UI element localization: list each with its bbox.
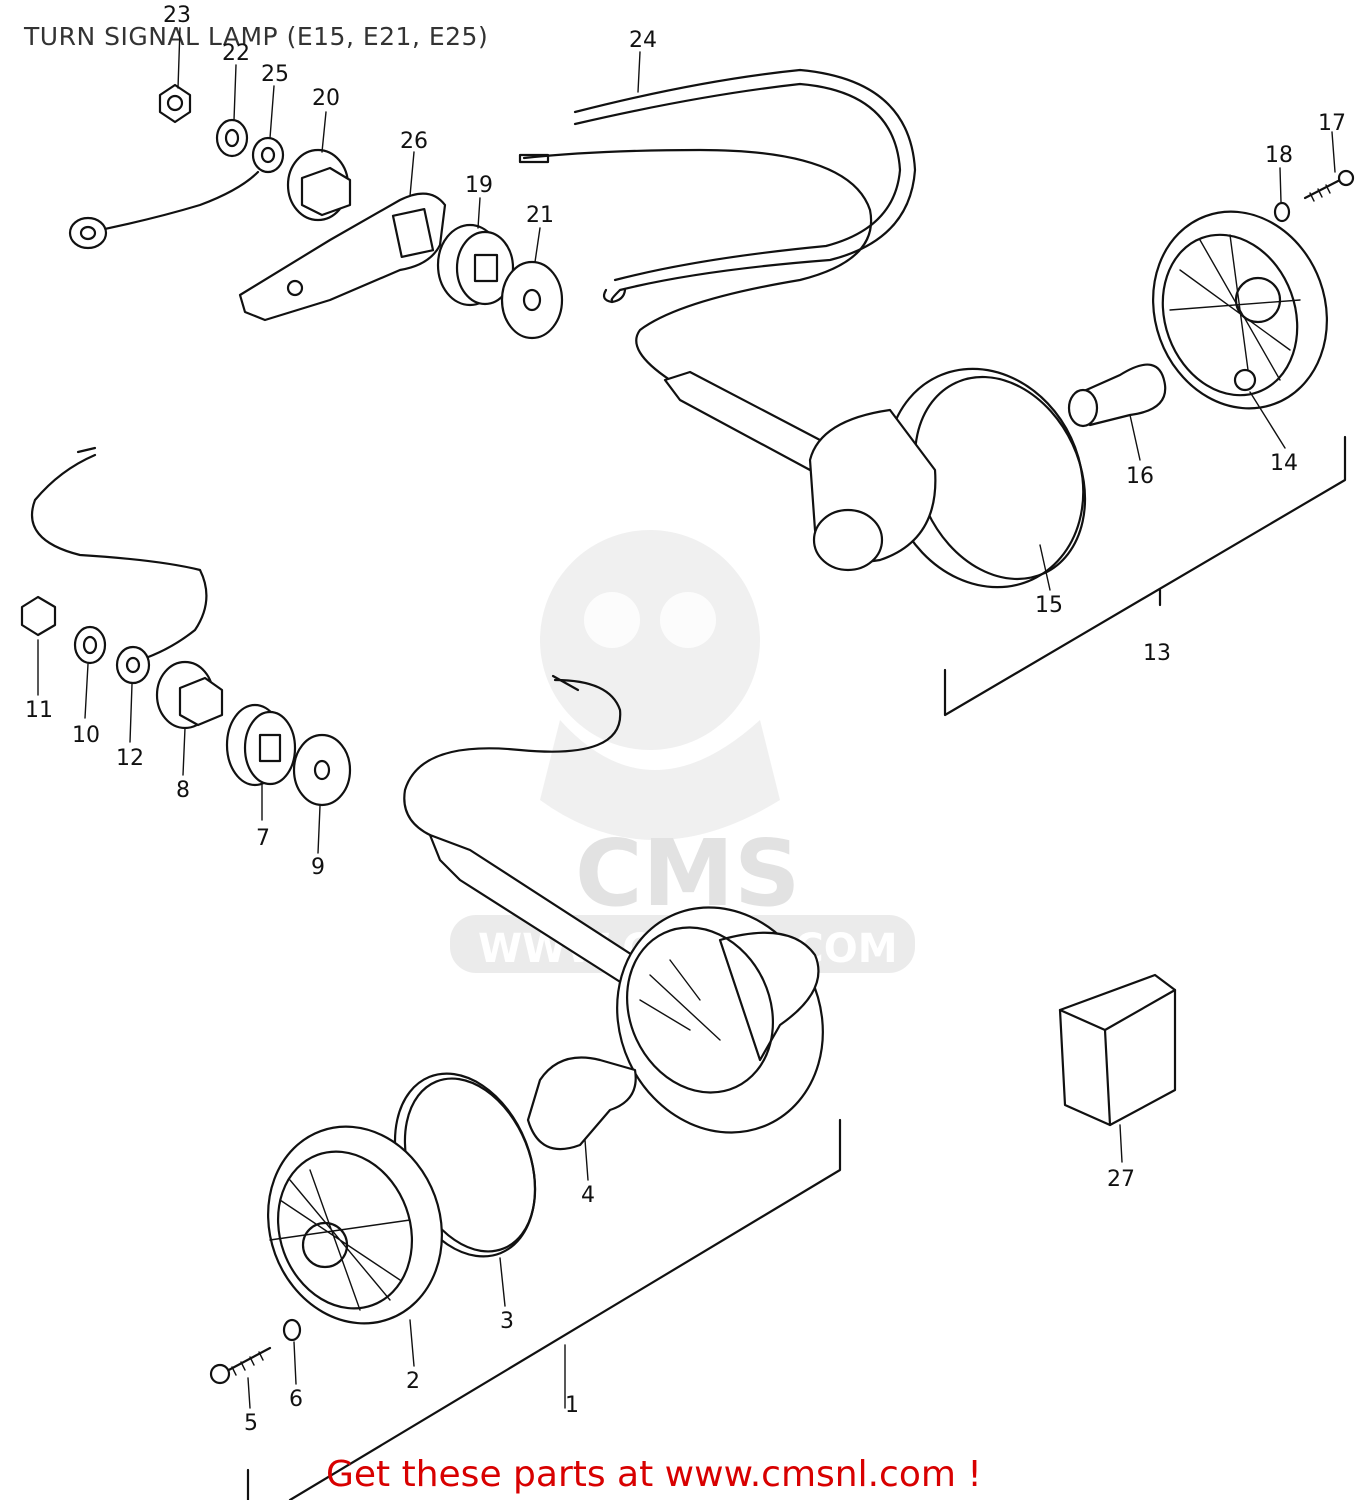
label-part-26: 26	[400, 129, 428, 154]
label-part-25: 25	[261, 62, 289, 87]
part-2-lens	[267, 1125, 443, 1325]
ground-wire-upper	[68, 170, 260, 250]
label-part-16: 16	[1126, 464, 1154, 489]
label-part-15: 15	[1035, 593, 1063, 618]
label-part-9: 9	[311, 855, 325, 880]
part-20-bushing	[286, 148, 352, 222]
part-21-washer	[500, 260, 564, 340]
label-part-11: 11	[25, 698, 53, 723]
label-part-24: 24	[629, 28, 657, 53]
part-27-relay	[1058, 973, 1177, 1127]
part-12-terminal-washer	[115, 645, 151, 685]
part-8-bushing	[155, 660, 224, 730]
part-22-washer	[215, 118, 249, 158]
bracket-13	[943, 435, 1347, 717]
part-6-washer	[282, 1318, 302, 1342]
label-part-12: 12	[116, 746, 144, 771]
part-24-wire-harness	[518, 68, 917, 382]
label-part-20: 20	[312, 86, 340, 111]
label-part-13: 13	[1143, 641, 1171, 666]
label-part-18: 18	[1265, 143, 1293, 168]
part-18-washer	[1273, 201, 1291, 223]
label-part-5: 5	[244, 1411, 258, 1436]
part-labels: 1 2 3 4 5 6 7 8 9 10 11 12 13 14 15 16 1…	[25, 3, 1346, 1436]
label-part-2: 2	[406, 1369, 420, 1394]
part-9-washer	[292, 733, 352, 807]
part-26-bracket	[238, 192, 447, 322]
label-part-8: 8	[176, 778, 190, 803]
label-part-3: 3	[500, 1309, 514, 1334]
label-part-19: 19	[465, 173, 493, 198]
part-15-lamp-housing	[663, 367, 1087, 589]
part-4-bulb	[526, 1056, 637, 1151]
label-part-4: 4	[581, 1183, 595, 1208]
part-5-screw	[209, 1346, 272, 1385]
part-23-nut	[158, 83, 192, 124]
part-14-lens	[1152, 210, 1328, 410]
footer-cta-link[interactable]: Get these parts at www.cmsnl.com !	[326, 1454, 982, 1495]
bracket-1	[246, 1118, 842, 1500]
label-part-10: 10	[72, 723, 100, 748]
lower-lamp-housing	[428, 833, 824, 1134]
lower-lamp-wire	[403, 674, 622, 837]
part-11-nut	[20, 595, 57, 637]
part-16-bulb	[1067, 363, 1167, 428]
part-10-washer	[73, 625, 107, 665]
label-part-6: 6	[289, 1387, 303, 1412]
label-part-14: 14	[1270, 451, 1298, 476]
label-part-21: 21	[526, 203, 554, 228]
part-19-grommet	[436, 223, 515, 307]
ground-wire-lower	[30, 446, 208, 662]
label-part-17: 17	[1318, 111, 1346, 136]
label-part-27: 27	[1107, 1167, 1135, 1192]
label-part-22: 22	[222, 41, 250, 66]
label-part-23: 23	[163, 3, 191, 28]
label-part-1: 1	[565, 1393, 579, 1418]
part-25-terminal-washer	[251, 136, 285, 174]
leader-lines	[37, 27, 1336, 1409]
label-part-7: 7	[256, 826, 270, 851]
diagram-title: TURN SIGNAL LAMP (E15, E21, E25)	[24, 22, 489, 51]
part-7-grommet	[225, 703, 297, 787]
part-17-screw	[1303, 169, 1355, 202]
